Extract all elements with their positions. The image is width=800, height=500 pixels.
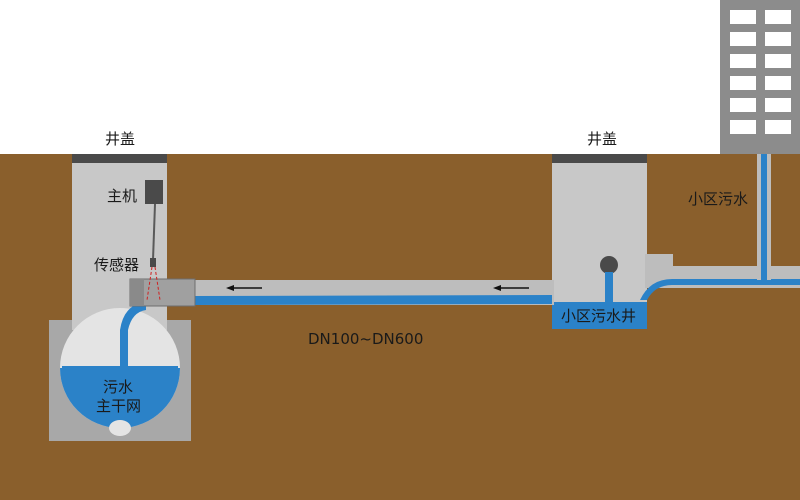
sensor-cable: [152, 203, 156, 261]
building-downpipe-water: [761, 154, 767, 282]
arrow-left-icon: [226, 285, 262, 291]
right-manhole-cover: [552, 154, 647, 163]
right-well-outlet-water: [605, 272, 613, 304]
sensor-probe: [150, 258, 156, 267]
main-network-label-line1: 污水: [103, 378, 134, 396]
right-well-shaft: [552, 160, 647, 302]
arrow-left-icon: [493, 285, 529, 291]
main-network-label-line2: 主干网: [96, 397, 142, 415]
host-label: 主机: [107, 187, 138, 205]
sensor-beam-icon: [146, 266, 161, 301]
host-unit: [145, 180, 163, 204]
left-drop-water: [120, 302, 146, 368]
inflow-pipe-step: [645, 254, 673, 268]
building-windows: [730, 10, 791, 134]
sensor-label: 传感器: [94, 256, 140, 274]
right-well-outlet: [600, 256, 618, 274]
inflow-water-bend: [640, 279, 672, 300]
right-cover-label: 井盖: [587, 130, 618, 148]
community-well-label: 小区污水井: [561, 307, 637, 325]
pipe-size-label: DN100~DN600: [308, 330, 424, 348]
building: [720, 0, 800, 154]
main-pipe-water: [193, 295, 552, 305]
sensor-bracket: [130, 279, 144, 306]
left-cover-label: 井盖: [105, 130, 136, 148]
community-sewage-label: 小区污水: [688, 190, 749, 208]
right-well-water: [552, 302, 647, 329]
main-sewer-chamber: [49, 308, 191, 441]
left-manhole-cover: [72, 154, 167, 163]
inflow-pipe-water: [672, 279, 800, 285]
